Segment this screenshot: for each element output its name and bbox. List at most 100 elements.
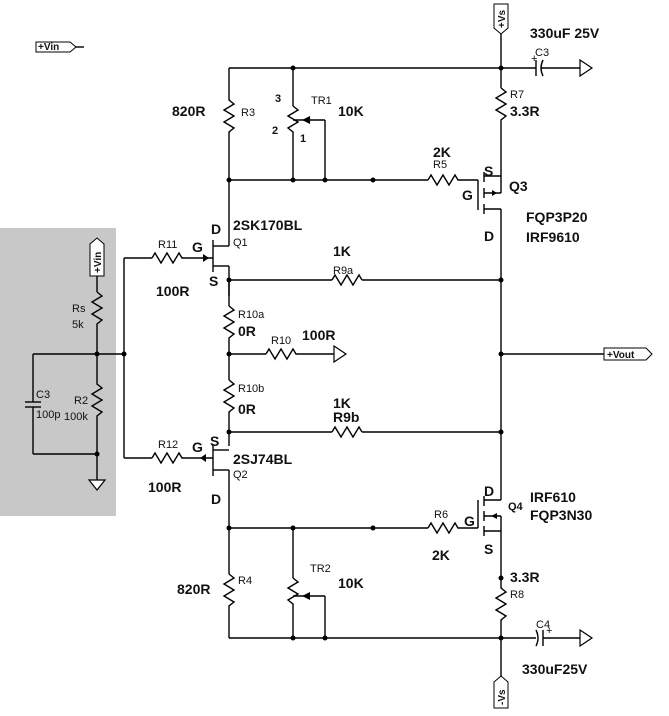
components-source-vin: +Vin <box>93 252 104 273</box>
components-q4-name: Q4 <box>508 501 524 513</box>
trimmer-tr1: 3 2 1 TR1 10K <box>272 68 364 180</box>
vs-neg-label: -Vs <box>497 689 508 705</box>
components-r10a-value: 0R <box>238 323 256 339</box>
components-r9a-name: R9a <box>333 265 354 277</box>
components-q4-part1: IRF610 <box>530 489 576 505</box>
components-q4-d: D <box>484 483 494 499</box>
components-r3-name: R3 <box>241 107 255 119</box>
components-q2-g: G <box>192 439 203 455</box>
resistor-r10: R10 100R <box>229 327 348 364</box>
components-r5-value: 2K <box>433 144 451 160</box>
components-r10-value: 100R <box>302 327 335 343</box>
components-source-rs-value: 5k <box>72 319 84 331</box>
components-c3_top-value: 330uF 25V <box>530 25 600 41</box>
source-network: +Vin Rs 5k C3 100p R2 100k <box>25 237 124 491</box>
jfet-q2: S G D 2SJ74BL Q2 <box>184 432 293 528</box>
components-r3-value: 820R <box>172 103 205 119</box>
components-r8-value: 3.3R <box>510 569 540 585</box>
components-q4-part2: FQP3N30 <box>530 507 592 523</box>
resistor-r11: R11 100R <box>124 239 189 299</box>
components-r8-name: R8 <box>510 589 524 601</box>
components-tr2-value: 10K <box>338 575 364 591</box>
components-r12-value: 100R <box>148 479 181 495</box>
components-r10b-name: R10b <box>238 383 264 395</box>
components-source-c3-value: 100p <box>36 409 60 421</box>
components-tr1-name: TR1 <box>311 95 332 107</box>
components-q1-part: 2SK170BL <box>233 217 303 233</box>
resistor-r12: R12 100R <box>124 439 184 495</box>
vs-pos-flag: +Vs <box>493 3 509 68</box>
resistor-r8: R8 3.3R <box>494 569 540 638</box>
components-r7-value: 3.3R <box>510 103 540 119</box>
components-r4-value: 820R <box>177 581 210 597</box>
components-r9b-name: R9b <box>333 409 359 425</box>
components-c3_top-plus: + <box>531 53 537 65</box>
components-q1-s: S <box>209 273 218 289</box>
components-q3-part1: FQP3P20 <box>526 209 588 225</box>
resistor-r5: R5 2K <box>427 144 478 187</box>
components-q3-name: Q3 <box>509 178 528 194</box>
components-c4-value: 330uF25V <box>522 661 588 677</box>
vs-pos-label: +Vs <box>497 9 508 28</box>
components-q1-name: Q1 <box>233 237 248 249</box>
components-r9b-value: 1K <box>333 395 351 411</box>
components-q3-part2: IRF9610 <box>526 229 580 245</box>
components-q3-g: G <box>462 187 473 203</box>
components-q2-name: Q2 <box>233 469 248 481</box>
capacitor-c4: + C4 330uF25V <box>501 619 594 677</box>
components-source-rs-name: Rs <box>72 303 86 315</box>
components-q4-s: S <box>484 541 493 557</box>
components-tr1-pin2: 2 <box>272 125 278 137</box>
components-c4-name: C4 <box>536 619 550 631</box>
jfet-q1: D G S 2SK170BL Q1 <box>184 180 303 296</box>
components-r5-name: R5 <box>433 159 447 171</box>
resistor-r9b: R9b 1K <box>331 395 363 439</box>
components-r11-name: R11 <box>158 239 177 251</box>
mosfet-q3: S G D Q3 FQP3P20 IRF9610 <box>462 163 588 280</box>
resistor-r9a: R9a 1K <box>331 243 363 287</box>
vs-neg-flag: -Vs <box>493 638 509 709</box>
components-tr1-value: 10K <box>338 103 364 119</box>
resistor-r3: R3 820R <box>172 98 255 180</box>
components-q2-d: D <box>211 491 221 507</box>
components-tr1-pin3: 3 <box>275 93 281 105</box>
components-q1-g: G <box>192 239 203 255</box>
vin-label: +Vin <box>38 42 59 53</box>
components-tr2-name: TR2 <box>310 563 331 575</box>
components-source-r2-value: 100k <box>64 411 88 423</box>
components-r4-name: R4 <box>238 575 252 587</box>
vin-net-flag: +Vin <box>35 41 84 53</box>
components-r6-name: R6 <box>434 509 448 521</box>
resistor-r7: R7 3.3R <box>494 68 540 170</box>
components-q3-s: S <box>484 163 493 179</box>
vout-net-flag: +Vout <box>501 347 653 361</box>
components-source-c3-name: C3 <box>36 389 50 401</box>
trimmer-tr2: TR2 10K <box>286 528 364 638</box>
components-tr1-pin1: 1 <box>300 133 306 145</box>
components-r10a-name: R10a <box>238 309 265 321</box>
components-q2-s: S <box>210 433 219 449</box>
components-c4-plus: + <box>546 625 552 637</box>
components-r7-name: R7 <box>510 89 524 101</box>
resistor-r4: R4 820R <box>177 528 252 638</box>
components-source-r2-name: R2 <box>74 395 88 407</box>
components-r11-value: 100R <box>156 283 189 299</box>
components-r10b-value: 0R <box>238 401 256 417</box>
mosfet-q4: D G S Q4 IRF610 FQP3N30 <box>464 478 592 578</box>
resistor-r10a: R10a 0R <box>222 280 265 354</box>
components-r10-name: R10 <box>271 335 291 347</box>
components-q2-part: 2SJ74BL <box>233 451 293 467</box>
components-q3-d: D <box>484 228 494 244</box>
components-q4-g: G <box>464 513 475 529</box>
resistor-r10b: R10b 0R <box>222 354 264 432</box>
vout-label: +Vout <box>607 350 635 361</box>
components-r12-name: R12 <box>158 439 178 451</box>
resistor-r6: R6 2K <box>427 509 478 563</box>
components-c3_top-name: C3 <box>535 47 549 59</box>
components-r9a-value: 1K <box>333 243 351 259</box>
capacitor-c3-top: + C3 330uF 25V <box>501 25 600 78</box>
components-q1-d: D <box>211 221 221 237</box>
components-r6-value: 2K <box>432 547 450 563</box>
